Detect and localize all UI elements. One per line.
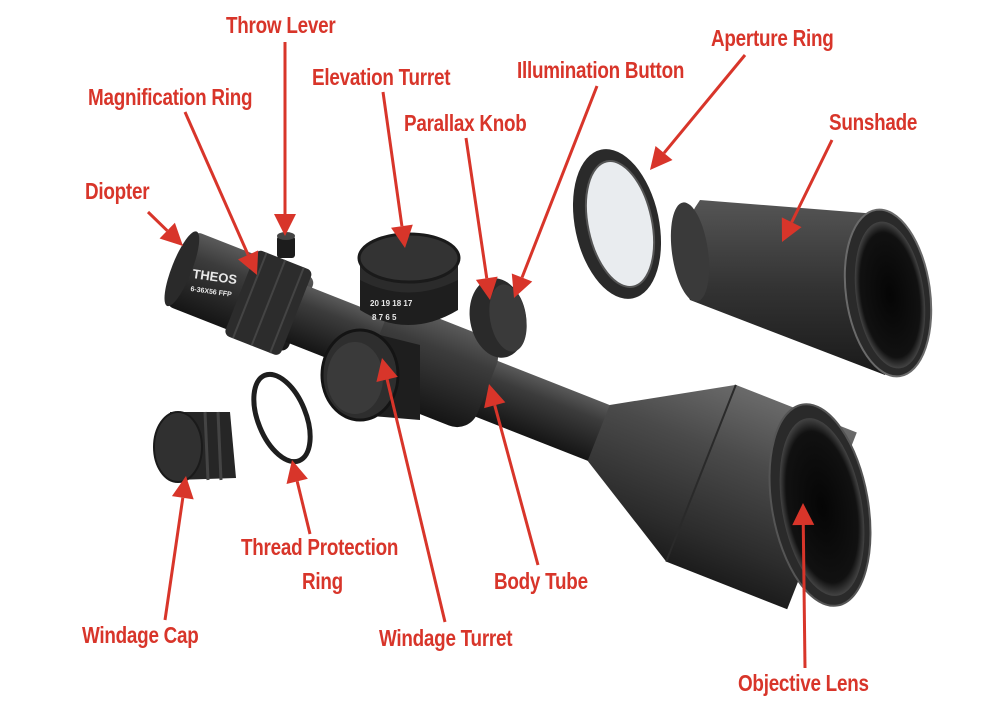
label-illumination-button: Illumination Button (517, 57, 685, 83)
illumination-button-arrowhead-icon (511, 273, 533, 298)
elevation-turret-arrowhead-icon (391, 224, 413, 248)
thread-protection-ring-arrow-line (295, 481, 312, 535)
parallax-knob-arrowhead-icon (475, 276, 498, 300)
label-throw-lever: Throw Lever (226, 12, 336, 38)
thread-protection-ring-part (251, 371, 313, 465)
label-thread-protection-ring-1: Thread Protection (241, 534, 399, 560)
label-windage-turret: Windage Turret (379, 625, 513, 651)
label-aperture-ring: Aperture Ring (711, 25, 834, 51)
windage-cap-arrowhead-icon (171, 476, 194, 500)
objective-lens-arrow-line (801, 524, 807, 669)
label-body-tube: Body Tube (494, 568, 588, 594)
parallax-knob-arrow-line (464, 137, 489, 279)
label-magnification-ring: Magnification Ring (88, 84, 253, 110)
svg-text:20 19 18 17: 20 19 18 17 (370, 299, 413, 308)
body-tube-arrow-line (493, 404, 540, 566)
diopter-arrowhead-icon (159, 222, 183, 246)
windage-turret-arrowhead-icon (376, 358, 398, 382)
diopter-arrow-line (146, 210, 169, 232)
magnification-ring-arrowhead-icon (238, 250, 259, 275)
brand-marking: THEOS (192, 266, 239, 287)
body-tube-arrowhead-icon (484, 384, 506, 409)
magnification-ring-arrow-line (183, 111, 250, 256)
label-objective-lens: Objective Lens (738, 670, 869, 696)
label-diopter: Diopter (85, 178, 150, 204)
throw-lever-part (277, 232, 295, 258)
windage-turret-arrow-line (385, 379, 447, 623)
thread-protection-ring-arrowhead-icon (286, 460, 308, 484)
objective-lens-part (768, 403, 872, 607)
elevation-turret-arrow-line (381, 91, 404, 227)
sunshade-arrow-line (790, 139, 834, 223)
throw-lever-arrowhead-icon (274, 214, 296, 236)
sunshade-arrowhead-icon (781, 217, 802, 242)
windage-cap-arrow-line (163, 497, 185, 621)
svg-text:8 7 6 5: 8 7 6 5 (372, 313, 397, 322)
label-windage-cap: Windage Cap (82, 622, 199, 648)
label-elevation-turret: Elevation Turret (312, 64, 451, 90)
parallax-knob-part (469, 278, 527, 358)
illumination-button-arrow-line (520, 85, 599, 279)
windage-cap-part (153, 411, 236, 483)
label-thread-protection-ring-2: Ring (302, 568, 343, 594)
sunshade-part (670, 200, 933, 378)
aperture-ring-arrowhead-icon (650, 146, 673, 170)
windage-turret-part (320, 328, 420, 422)
label-sunshade: Sunshade (829, 109, 918, 135)
aperture-ring-part (572, 149, 662, 299)
elevation-turret-part: 20 19 18 17 8 7 6 5 (357, 232, 461, 325)
label-parallax-knob: Parallax Knob (404, 110, 527, 136)
aperture-ring-arrow-line (662, 54, 747, 154)
objective-lens-arrowhead-icon (792, 503, 815, 526)
callout-arrows (146, 42, 834, 669)
